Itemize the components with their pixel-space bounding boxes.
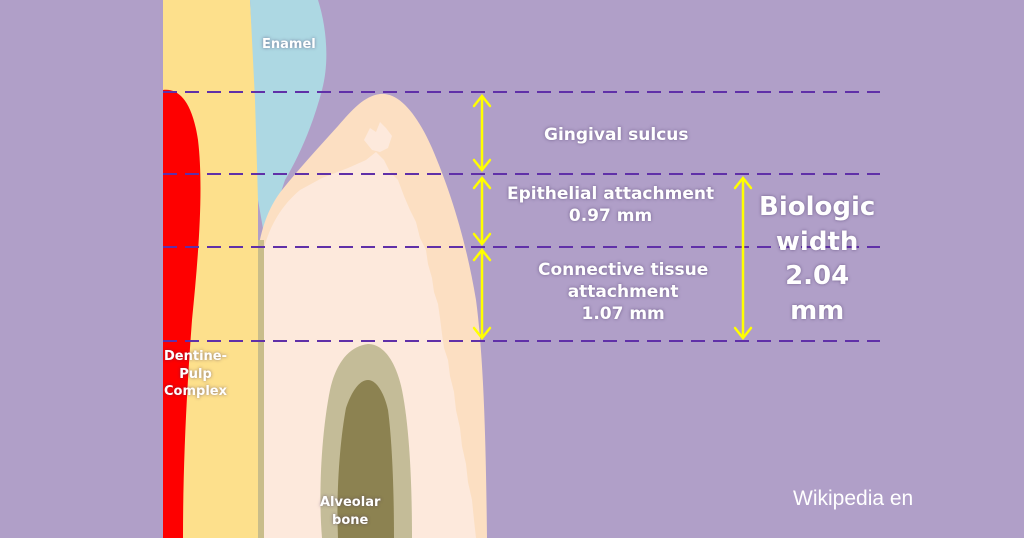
sulcus-arrow (472, 93, 492, 173)
connective-tissue-line1: Connective tissue (538, 260, 709, 280)
enamel (250, 0, 327, 240)
biologic-width-arrow (733, 175, 753, 341)
alveolar-bone-inner (337, 380, 394, 538)
connective-tissue-line2: attachment (567, 282, 679, 303)
epithelial-attachment-name: Epithelial attachment (507, 184, 715, 204)
biologic-width-value: 2.04 (785, 261, 850, 292)
connective-tissue-value: 1.07 mm (581, 304, 665, 325)
biologic-width-line2: width (775, 226, 859, 257)
guide-lines (163, 91, 880, 342)
epithelial-attachment-value: 0.97 mm (568, 206, 653, 227)
biologic-width-label: Biologic width 2.04 mm (759, 190, 875, 328)
connective-arrow (472, 247, 492, 341)
dentine-pulp-label: Dentine- Pulp Complex (164, 349, 228, 400)
pulp (163, 89, 201, 538)
rete-pegs (364, 122, 392, 152)
biologic-width-line1: Biologic (759, 192, 876, 222)
gingival-sulcus-label: Gingival sulcus (544, 125, 689, 145)
connective-tissue-label: Connective tissue attachment 1.07 mm (538, 259, 708, 325)
epithelial-attachment-label: Epithelial attachment 0.97 mm (507, 183, 714, 227)
biologic-width-unit: mm (790, 295, 845, 326)
root-surface (258, 240, 264, 538)
enamel-label: Enamel (262, 37, 316, 52)
wikipedia-watermark: Wikipedia en (793, 487, 914, 510)
epithelial-arrow (472, 175, 492, 247)
alveolar-bone-label: Alveolar bone (320, 495, 381, 528)
